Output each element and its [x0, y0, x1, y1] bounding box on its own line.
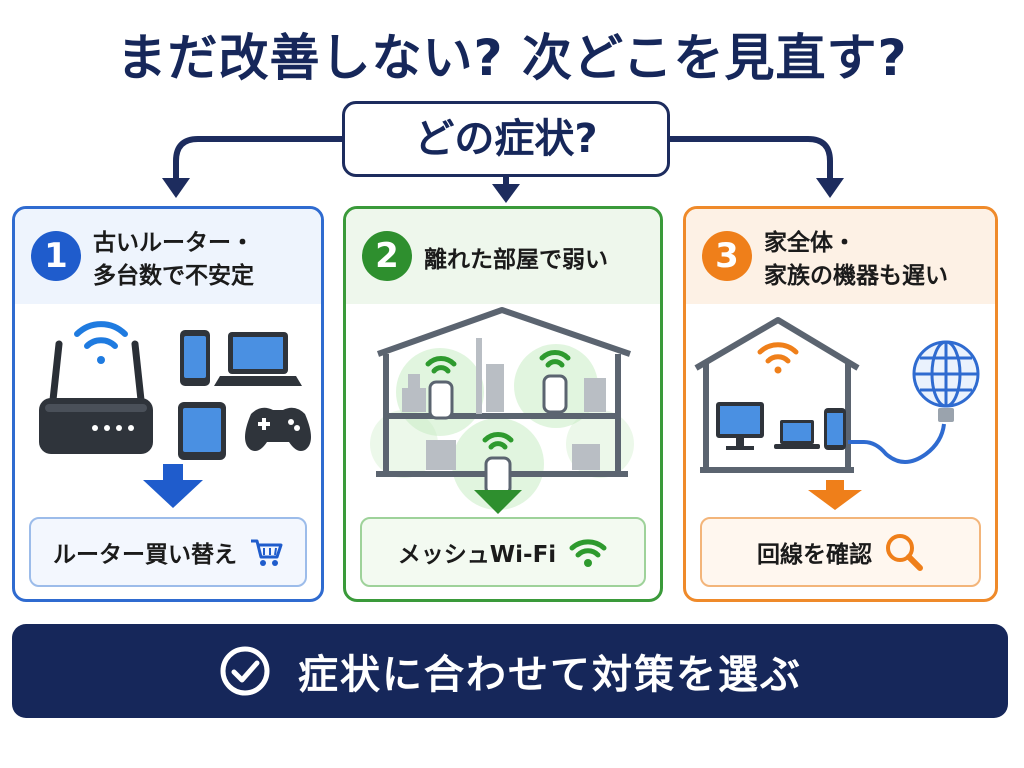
conclusion-banner: 症状に合わせて対策を選ぶ: [12, 624, 1008, 718]
symptom-question: どの症状?: [342, 101, 670, 177]
symptom-text: 離れた部屋で弱い: [424, 247, 608, 273]
down-arrow-icon: [808, 480, 862, 510]
panel-header: 2 離れた部屋で弱い: [346, 209, 660, 304]
check-line-action: 回線を確認: [700, 517, 981, 587]
panel-far-room: 2 離れた部屋で弱い: [343, 206, 663, 602]
game-controller-icon: [245, 407, 311, 451]
conclusion-text: 症状に合わせて対策を選ぶ: [298, 652, 802, 698]
laptop-icon: [774, 420, 820, 449]
router-replace-action: ルーター買い替え: [29, 517, 307, 587]
globe-icon: [912, 340, 980, 408]
wifi-icon: [425, 350, 571, 450]
house-icon: [694, 317, 860, 473]
cart-icon: [251, 539, 283, 566]
panel-whole-home: 3 家全体・ 家族の機器も遅い: [683, 206, 998, 602]
wifi-icon: [569, 539, 607, 567]
symptom-text: 家全体・ 家族の機器も遅い: [764, 230, 948, 289]
check-circle-icon: [220, 646, 270, 696]
laptop-icon: [214, 332, 302, 386]
number-badge: 3: [702, 231, 752, 281]
wifi-icon: [757, 342, 799, 374]
number-badge: 2: [362, 231, 412, 281]
mesh-wifi-action: メッシュWi-Fi: [360, 517, 646, 587]
smartphone-icon: [824, 408, 846, 450]
wifi-icon: [74, 321, 128, 364]
down-arrow-icon: [143, 464, 203, 508]
router-devices-illustration: [39, 321, 311, 508]
mesh-node-icon: [428, 374, 568, 496]
tablet-icon: [178, 402, 226, 460]
router-icon: [39, 340, 153, 454]
monitor-icon: [716, 402, 764, 450]
panel-header: 3 家全体・ 家族の機器も遅い: [686, 209, 995, 304]
panel-old-router: 1 古いルーター・ 多台数で不安定: [12, 206, 324, 602]
search-icon: [886, 534, 923, 571]
down-arrow-icon: [474, 490, 522, 514]
panel-header: 1 古いルーター・ 多台数で不安定: [15, 209, 321, 304]
page-title: まだ改善しない? 次どこを見直す?: [116, 29, 908, 87]
home-line-illustration: [694, 317, 980, 510]
mesh-house-illustration: [370, 307, 634, 514]
symptom-text: 古いルーター・ 多台数で不安定: [93, 230, 254, 289]
smartphone-icon: [180, 330, 210, 386]
number-badge: 1: [31, 231, 81, 281]
